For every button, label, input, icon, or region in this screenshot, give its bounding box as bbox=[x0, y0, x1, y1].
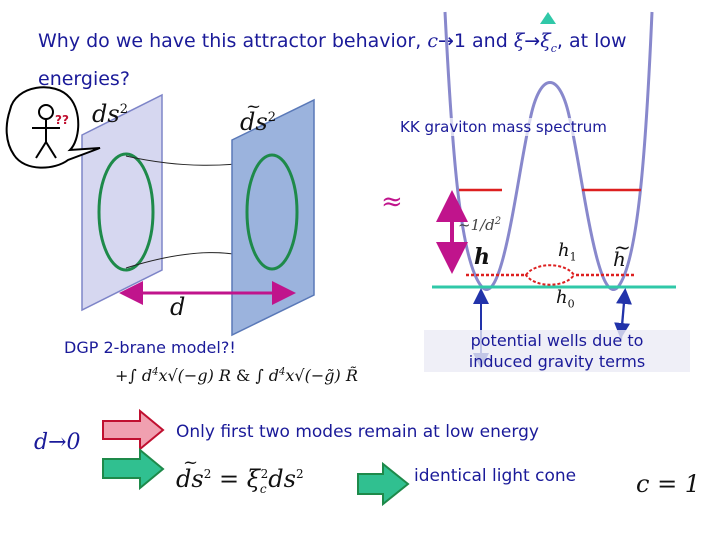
metric-relation: ds2 = ξc2ds2 bbox=[176, 465, 304, 496]
tunneling-loop bbox=[524, 264, 576, 286]
d-to-zero-label: d→0 bbox=[34, 430, 81, 455]
only-first-two-modes-text: Only first two modes remain at low energ… bbox=[176, 422, 539, 442]
green-arrow-icon-left bbox=[102, 447, 165, 491]
approx-symbol: ≈ bbox=[381, 187, 403, 217]
identical-light-cone-text: identical light cone bbox=[414, 466, 577, 486]
potential-curve bbox=[443, 11, 654, 292]
right-brane bbox=[231, 98, 315, 337]
right-brane-ring bbox=[245, 153, 299, 271]
h-tilde-label: ~h bbox=[613, 235, 631, 271]
left-brane-ring bbox=[97, 152, 155, 272]
question-marks: ?? bbox=[55, 113, 69, 127]
metric-tilde: ~ bbox=[183, 452, 199, 473]
slide-title: Why do we have this attractor behavior, … bbox=[38, 30, 627, 90]
separation-label: d bbox=[170, 293, 186, 321]
h-bold-label: h bbox=[474, 244, 490, 270]
top-arrowhead bbox=[540, 12, 556, 24]
spectrum-title: KK graviton mass spectrum bbox=[400, 118, 607, 136]
h0-label: h0 bbox=[556, 287, 575, 311]
gap-label: ~1/d2 bbox=[458, 216, 502, 234]
stick-person-icon bbox=[32, 104, 60, 159]
red-arrow-icon bbox=[102, 408, 165, 452]
c-equals-one: c = 1 bbox=[636, 470, 701, 498]
dgp-label: DGP 2-brane model?! bbox=[64, 338, 236, 357]
right-brane-metric: ds2 bbox=[240, 108, 276, 136]
spectrum-caption: potential wells due to induced gravity t… bbox=[424, 330, 690, 372]
green-arrow-icon-right bbox=[357, 461, 410, 507]
left-brane-metric: ds2 bbox=[92, 100, 128, 128]
h1-label: h1 bbox=[558, 240, 577, 264]
right-brane-tilde: ~ bbox=[246, 96, 262, 117]
action-formula: +∫ d4x√(−g) R & ∫ d4x√(−g̃) R̃ bbox=[115, 366, 358, 385]
